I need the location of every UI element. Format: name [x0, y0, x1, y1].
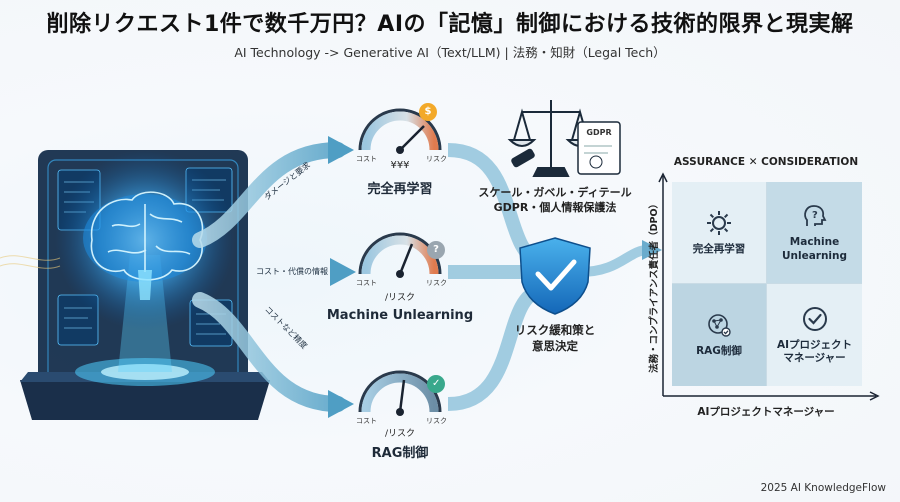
- check-badge-icon: [427, 375, 445, 393]
- matrix-x-axis-label: AIプロジェクトマネージャー: [697, 406, 835, 418]
- flow-arrows: [192, 136, 356, 418]
- decision-label-line2: 意思決定: [532, 339, 578, 353]
- network-icon: [708, 314, 731, 338]
- gauge-1-risk-label: リスク: [426, 155, 447, 163]
- decision-label-line1: リスク緩和策と: [514, 323, 596, 337]
- quadrant-top-left: 完全再学習: [672, 182, 767, 284]
- gdpr-doc-label: GDPR: [586, 128, 612, 137]
- footer-credit: 2025 AI KnowledgeFlow: [760, 482, 886, 494]
- quadrant-label-machine-unlearning: Machine Unlearning: [781, 236, 848, 262]
- option-full-retrain: 完全再学習: [367, 182, 433, 197]
- page-title: 削除リクエスト1件で数千万円？AIの「記憶」制御における技術的限界と現実解: [46, 12, 854, 37]
- matrix-axes: [658, 172, 880, 401]
- check-symbol: ✓: [432, 378, 441, 389]
- coin-icon: [419, 103, 437, 121]
- head-question-icon: ?: [803, 205, 826, 227]
- gauge-full-retrain: [358, 103, 442, 154]
- option-rag-control: RAG制御: [371, 446, 429, 461]
- gear-icon: [707, 210, 731, 235]
- quadrant-bottom-left: RAG制御: [672, 284, 767, 386]
- quadrant-label-ai-pm: AIプロジェクト マネージャー: [776, 338, 853, 364]
- ai-server-illustration: [0, 150, 270, 420]
- quadrant-label-full-retrain: 完全再学習: [692, 242, 746, 255]
- quadrant-bottom-right: AIプロジェクト マネージャー: [767, 284, 862, 386]
- gdpr-document-icon: [577, 121, 621, 175]
- gauge-3-mid-text: /リスク: [384, 429, 416, 439]
- svg-text:?: ?: [812, 210, 818, 221]
- arrow-label-middle: コスト・代償の情報: [256, 267, 328, 276]
- gauge-machine-unlearning: [358, 232, 445, 278]
- option-machine-unlearning: Machine Unlearning: [326, 308, 474, 323]
- shield-check-icon: [519, 237, 591, 315]
- legal-label-line2: GDPR・個人情報保護法: [493, 201, 617, 214]
- gauge-2-mid-text: /リスク: [384, 293, 416, 303]
- gauge-rag: [358, 370, 445, 416]
- matrix-y-axis-label: 法務・コンプライアンス責任者（DPO）: [649, 198, 660, 374]
- gauge-2-cost-label: コスト: [356, 279, 377, 287]
- coin-symbol: $: [424, 106, 432, 117]
- gauge-1-mid-text: ¥¥¥: [390, 160, 410, 171]
- gauge-3-risk-label: リスク: [426, 417, 447, 425]
- gauge-1-cost-label: コスト: [356, 155, 377, 163]
- gauge-2-risk-label: リスク: [426, 279, 447, 287]
- legal-scales-icon: [507, 100, 595, 177]
- legal-label-line1: スケール・ガベル・ディテール: [478, 186, 632, 199]
- quadrant-label-rag: RAG制御: [696, 345, 742, 358]
- question-symbol: ?: [433, 244, 439, 255]
- matrix-title: ASSURANCE ✕ CONSIDERATION: [673, 156, 859, 168]
- quadrant-top-right: ? Machine Unlearning: [767, 182, 862, 284]
- gauge-3-cost-label: コスト: [356, 417, 377, 425]
- question-icon: [427, 241, 445, 259]
- page-subtitle: AI Technology -> Generative AI（Text/LLM)…: [234, 45, 666, 60]
- assurance-matrix: 完全再学習 ? Machine Unlearning RAG制御 AIプロジェク…: [672, 182, 862, 386]
- check-circle-icon: [802, 306, 827, 331]
